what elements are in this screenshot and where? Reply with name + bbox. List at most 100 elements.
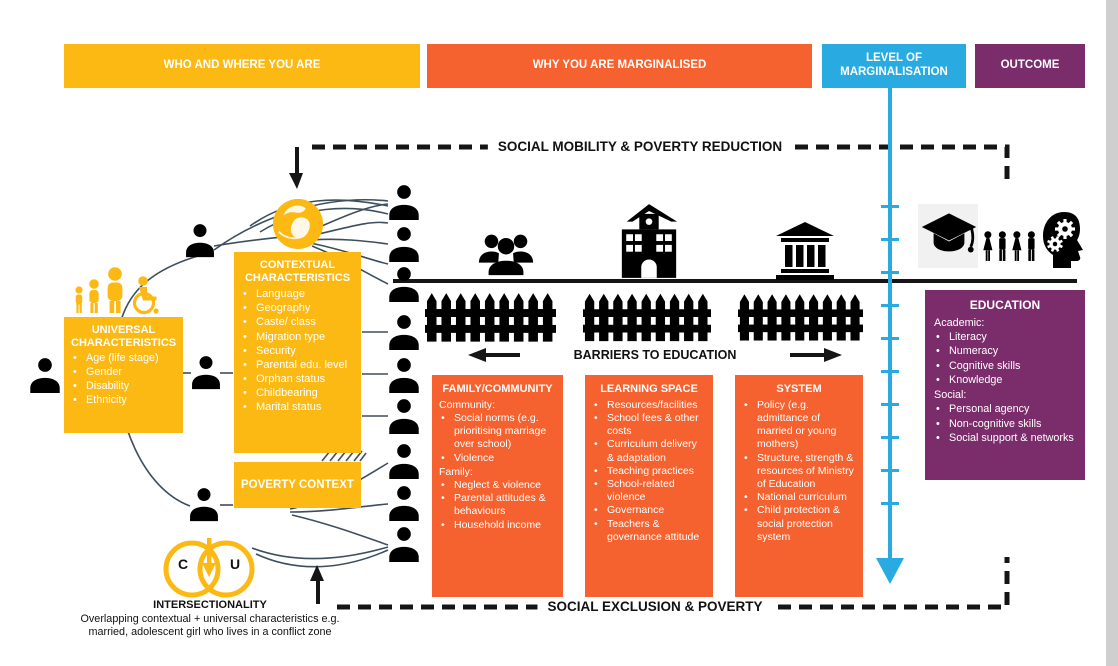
- bullet-item: • Migration type: [241, 330, 354, 344]
- barriers-right-arrow: [790, 353, 826, 357]
- bullet-dot: •: [243, 344, 247, 357]
- poverty-context-box: POVERTY CONTEXT: [234, 462, 361, 508]
- bullet-dot: •: [243, 400, 247, 413]
- fence-barrier-icon: [738, 294, 863, 341]
- fence-barrier-icon: [425, 293, 556, 342]
- bullet-dot: •: [441, 478, 445, 491]
- scrollbar[interactable]: [1106, 0, 1118, 666]
- bullet-text: Parental attitudes & behaviours: [454, 492, 546, 518]
- bullet-item: •Resources/facilities: [592, 399, 706, 412]
- barrier-box-family-community: FAMILY/COMMUNITY Community:•Social norms…: [432, 375, 563, 597]
- person-icon: [186, 224, 214, 258]
- social-exclusion-dashed-line: [337, 557, 1010, 610]
- marginalisation-scale: [876, 88, 904, 584]
- bullet-dot: •: [936, 403, 940, 416]
- box-title: SYSTEM: [776, 383, 822, 395]
- box-entries: •Policy (e.g. admittance of married or y…: [742, 399, 856, 544]
- bullet-item: •Social norms (e.g. prioritising marriag…: [439, 412, 556, 452]
- bullet-text: Neglect & violence: [454, 478, 541, 491]
- bullet-text: National curriculum: [757, 491, 847, 504]
- bullet-dot: •: [594, 517, 598, 530]
- bullet-dot: •: [441, 411, 445, 424]
- bullet-dot: •: [744, 504, 748, 517]
- bullet-dot: •: [73, 393, 77, 406]
- down-arrow: [295, 147, 299, 175]
- up-arrow: [316, 578, 320, 604]
- graduation-cap-icon: [920, 211, 978, 254]
- bullet-item: • Child protection & social protection sy…: [742, 504, 856, 544]
- bullet-text: Resources/facilities: [607, 398, 698, 411]
- bullet-text: Migration type: [256, 330, 326, 343]
- bullet-item: •Structure, strength & resources of Mini…: [742, 452, 856, 492]
- bullet-item: •Teaching practices: [592, 465, 706, 478]
- bullet-text: Geography: [256, 302, 311, 315]
- bullet-item: • Personal agency: [934, 402, 1076, 416]
- bullet-item: •Caste/ class: [241, 315, 354, 329]
- bullet-item: •Age (life stage): [71, 352, 176, 366]
- people-group-icon: [478, 234, 534, 276]
- group-heading: Family:: [439, 465, 473, 478]
- bullet-item: •Orphan status: [241, 372, 354, 386]
- person-icon: [389, 315, 419, 351]
- person-icon: [192, 356, 220, 390]
- bullet-dot: •: [594, 477, 598, 490]
- people-row-icon: [983, 231, 1035, 261]
- box-entries: •Language•Geography•Caste/ class•Migrati…: [241, 287, 354, 414]
- bullet-text: Security: [256, 344, 296, 357]
- band-level-of-marginalisation: LEVEL OF MARGINALISATION: [822, 44, 966, 88]
- globe-icon: [271, 197, 325, 251]
- box-entries: Community:•Social norms (e.g. prioritisi…: [439, 399, 556, 532]
- bullet-text: Numeracy: [949, 345, 999, 358]
- head-gears-icon: [1043, 212, 1083, 268]
- bullet-text: Childbearing: [256, 386, 318, 399]
- bullet-dot: •: [243, 316, 247, 329]
- bullet-item: •Geography: [241, 301, 354, 315]
- bullet-dot: •: [594, 438, 598, 451]
- person-icon: [389, 185, 419, 221]
- bullet-item: •School fees & other costs: [592, 412, 706, 438]
- social-exclusion-label: SOCIAL EXCLUSION & POVERTY: [537, 598, 773, 616]
- bullet-dot: •: [594, 504, 598, 517]
- bullet-dot: •: [243, 330, 247, 343]
- bullet-item: • Teachers & governance attitude: [592, 518, 706, 544]
- intersectionality-circles-icon: [163, 538, 255, 598]
- bullet-text: Teachers & governance attitude: [607, 517, 700, 543]
- education-outcome-box: EDUCATION Academic:•Literacy•Numeracy•Co…: [925, 290, 1085, 480]
- bullet-item: •Violence: [439, 452, 556, 465]
- intersectionality-description: Overlapping contextual + universal chara…: [80, 613, 340, 639]
- bullet-text: Gender: [86, 366, 123, 379]
- group-heading: Community:: [439, 398, 496, 411]
- bullet-text: Parental edu. level: [256, 358, 348, 371]
- bullet-dot: •: [936, 331, 940, 344]
- bullet-dot: •: [243, 386, 247, 399]
- bullet-text: Disability: [86, 379, 130, 392]
- bullet-item: • Security: [241, 344, 354, 358]
- box-title: POVERTY CONTEXT: [241, 478, 354, 491]
- bullet-text: Teaching practices: [607, 464, 694, 477]
- bullet-item: • Neglect & violence: [439, 479, 556, 492]
- group-heading: Academic:: [934, 316, 985, 329]
- group-heading: Social:: [934, 389, 967, 402]
- person-icon: [389, 527, 419, 563]
- bullet-dot: •: [936, 373, 940, 386]
- bullet-item: •Non-cognitive skills: [934, 417, 1076, 431]
- box-entries: Academic:•Literacy•Numeracy•Cognitive sk…: [934, 316, 1076, 445]
- bullet-item: •Numeracy: [934, 344, 1076, 358]
- barriers-label: BARRIERS TO EDUCATION: [563, 346, 747, 364]
- bullet-dot: •: [243, 358, 247, 371]
- bullet-item: •Governance: [592, 504, 706, 517]
- bullet-text: Child protection & social protection sys…: [757, 504, 840, 543]
- circle-c-label: C: [178, 556, 189, 572]
- bullet-dot: •: [936, 417, 940, 430]
- barriers-left-arrow: [484, 353, 520, 357]
- bullet-text: Personal agency: [949, 403, 1030, 416]
- box-title: FAMILY/COMMUNITY: [442, 383, 553, 395]
- bullet-dot: •: [744, 398, 748, 411]
- bullet-dot: •: [744, 451, 748, 464]
- bullet-text: Language: [256, 288, 305, 301]
- school-building-icon: [621, 204, 678, 278]
- bullet-item: •Knowledge: [934, 373, 1076, 387]
- bullet-dot: •: [594, 411, 598, 424]
- bullet-item: • Parental edu. level: [241, 358, 354, 372]
